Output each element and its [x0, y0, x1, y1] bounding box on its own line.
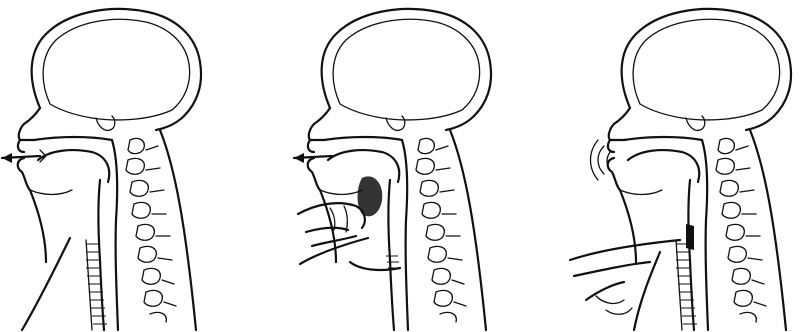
head-sagittal-section-icon — [608, 9, 791, 330]
trachea-icon — [676, 240, 697, 330]
trachea-icon — [86, 240, 107, 330]
head-sagittal-section-icon — [308, 9, 491, 330]
airflow-arrow-icon — [294, 153, 332, 163]
spine-icon — [716, 138, 766, 322]
spine-icon — [416, 138, 466, 322]
hand-icon — [570, 240, 680, 314]
throat-mark — [686, 224, 694, 250]
chest-outline — [350, 262, 400, 270]
trachea-icon — [386, 256, 400, 268]
head-sagittal-section-icon — [18, 9, 201, 330]
panel-3 — [570, 9, 791, 330]
panel-1 — [2, 9, 201, 330]
panel-2 — [294, 9, 491, 330]
spine-icon — [126, 138, 176, 322]
